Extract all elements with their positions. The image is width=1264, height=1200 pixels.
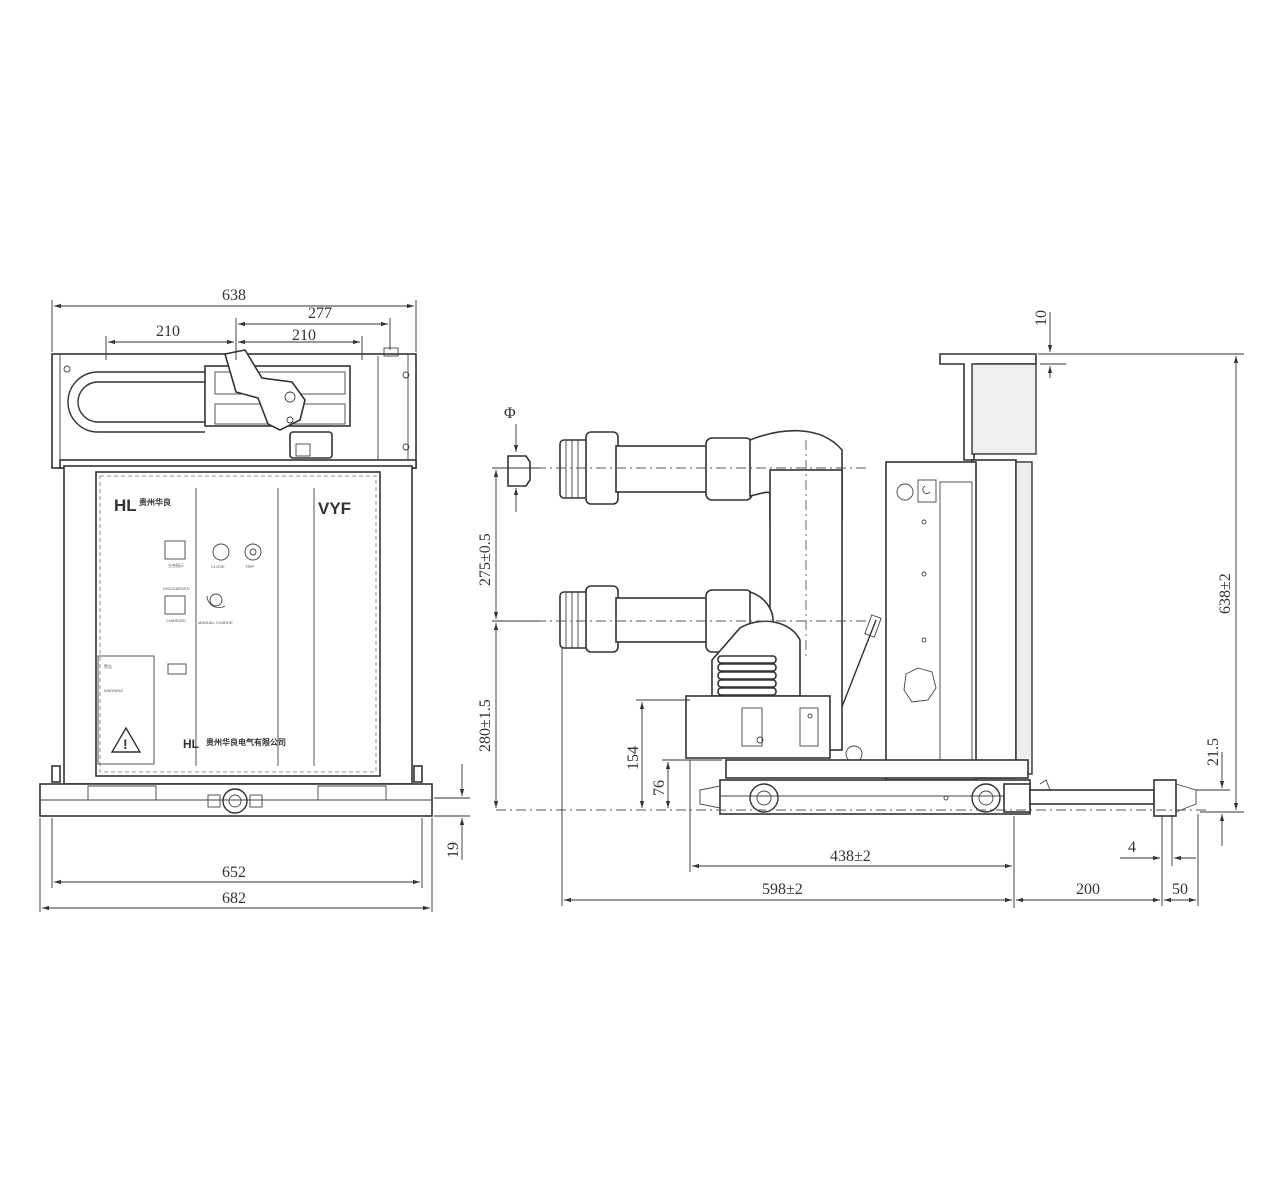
- lifting-hook-icon: [917, 479, 937, 503]
- dim-phi: Φ: [504, 405, 516, 422]
- svg-text:TRIP: TRIP: [245, 564, 254, 569]
- side-hex-nut: [903, 667, 937, 703]
- warning-triangle-icon: [110, 726, 142, 753]
- trip-button: [244, 543, 262, 561]
- svg-text:WARNING: WARNING: [104, 688, 123, 693]
- counter: [167, 663, 187, 675]
- side-wheel-front: [749, 783, 779, 813]
- manual-charge-port: [209, 593, 223, 607]
- chassis-base: [719, 779, 1031, 815]
- dim-277: 277: [308, 305, 332, 322]
- dim-652: 652: [222, 864, 246, 881]
- svg-text:!: !: [123, 736, 128, 752]
- front-view: HL 贵州华良 VYF 分合指示 DISCHARGED CHARGED CLOS…: [39, 347, 433, 817]
- dim-638-front: 638: [222, 287, 246, 304]
- dim-154: 154: [625, 746, 642, 770]
- front-panel: [95, 471, 381, 777]
- chassis-block: [685, 695, 831, 759]
- front-company-short: 贵州华良: [139, 497, 171, 507]
- svg-text:分合指示: 分合指示: [168, 562, 184, 568]
- close-button: [212, 543, 230, 561]
- front-guide-pin: [699, 785, 721, 809]
- front-wheel: [222, 788, 248, 814]
- contact-section: [507, 455, 531, 487]
- side-view: [559, 353, 1197, 817]
- dim-200: 200: [1076, 881, 1100, 898]
- dim-4: 4: [1128, 839, 1136, 856]
- side-rear-frame: [971, 459, 1017, 779]
- dim-638-side: 638±2: [1217, 573, 1234, 614]
- dim-19: 19: [445, 842, 462, 858]
- svg-text:警告: 警告: [104, 663, 112, 669]
- side-dimensions: Φ 275±0.5 280±1.5 154 76 10 638±2: [477, 310, 1244, 908]
- dim-50: 50: [1172, 881, 1188, 898]
- model-label: VYF: [318, 499, 351, 518]
- dim-210-left: 210: [156, 323, 180, 340]
- front-logo: HL: [114, 496, 137, 515]
- open-close-indicator: [164, 540, 186, 560]
- dim-280: 280±1.5: [477, 699, 494, 752]
- svg-text:HL: HL: [183, 737, 199, 751]
- side-wheel-rear: [971, 783, 1001, 813]
- rear-handle-rod: [1029, 789, 1155, 805]
- dim-76: 76: [651, 780, 668, 796]
- rear-handle-bracket: [1003, 783, 1031, 813]
- rear-handle-grip: [1153, 779, 1177, 817]
- crank-lever: [223, 349, 306, 431]
- dim-10: 10: [1033, 310, 1050, 326]
- dim-210-center: 210: [292, 327, 316, 344]
- svg-text:CLOSE: CLOSE: [211, 564, 225, 569]
- interlock-knob: [289, 431, 333, 459]
- front-dimensions: 638 277 210 210 652 682 19: [39, 287, 470, 912]
- dim-21-5: 21.5: [1205, 738, 1222, 766]
- side-centerlines: [496, 440, 1210, 811]
- dim-598: 598±2: [762, 881, 803, 898]
- side-rear-upper: [971, 363, 1037, 455]
- front-company-full: 贵州华良电气有限公司: [206, 737, 286, 747]
- dim-275: 275±0.5: [477, 533, 494, 586]
- dim-682: 682: [222, 890, 246, 907]
- svg-text:CHARGED: CHARGED: [166, 618, 186, 623]
- chassis-rail: [725, 759, 1029, 779]
- bellows: [717, 655, 777, 696]
- side-mechanism-plate: [885, 461, 977, 781]
- warning-plate: [97, 655, 155, 765]
- spring-indicator: [164, 595, 186, 615]
- svg-text:MANUAL CHARGE: MANUAL CHARGE: [198, 620, 233, 625]
- svg-text:DISCHARGED: DISCHARGED: [163, 586, 190, 591]
- dim-438: 438±2: [830, 848, 871, 865]
- u-tube: [67, 371, 205, 433]
